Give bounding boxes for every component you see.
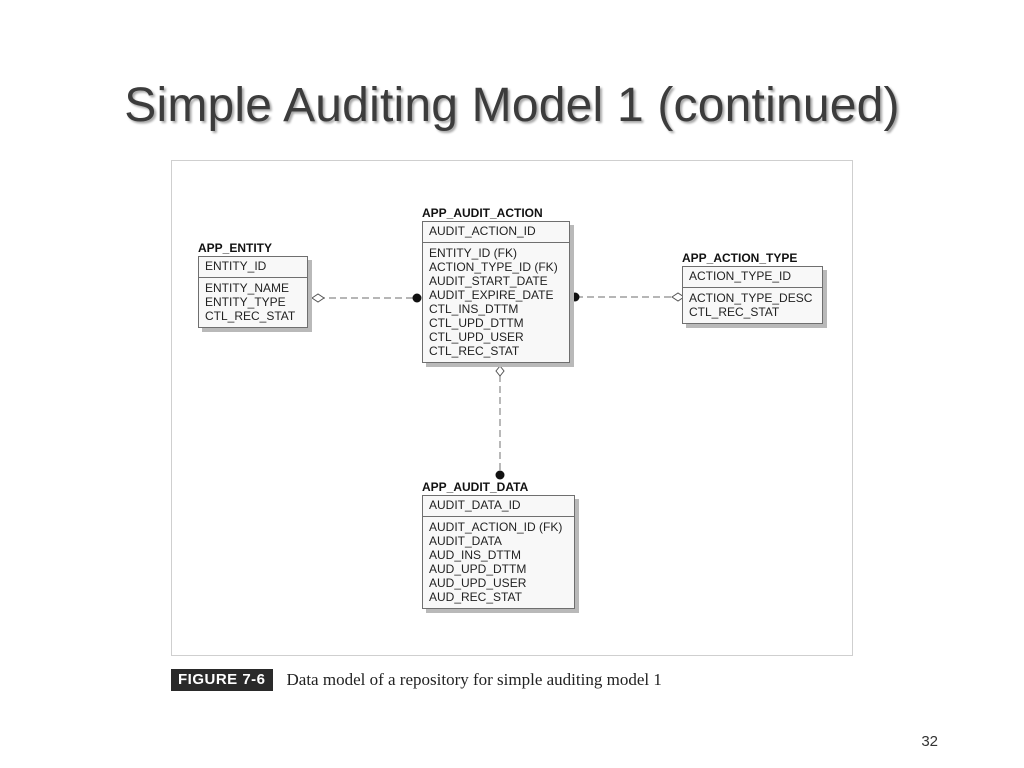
entity-attributes: ENTITY_NAME ENTITY_TYPE CTL_REC_STAT	[199, 278, 307, 327]
diamond-icon	[495, 365, 505, 377]
entity-attribute: CTL_REC_STAT	[689, 305, 780, 319]
entity-attribute: ENTITY_NAME	[205, 281, 290, 295]
entity-name: APP_ENTITY	[198, 241, 273, 255]
figure-label: FIGURE 7-6	[171, 669, 273, 691]
entity-app-action-type: APP_ACTION_TYPE ACTION_TYPE_ID ACTION_TY…	[682, 251, 823, 324]
entity-attribute: AUD_REC_STAT	[429, 590, 522, 604]
entity-attribute: AUD_UPD_DTTM	[429, 562, 527, 576]
slide-title: Simple Auditing Model 1 (continued)	[124, 79, 900, 132]
page-number: 32	[921, 733, 938, 750]
entity-attribute: AUD_INS_DTTM	[429, 548, 522, 562]
entity-attribute: CTL_UPD_USER	[429, 330, 524, 344]
entity-attribute: AUDIT_EXPIRE_DATE	[429, 288, 554, 302]
dot-icon	[570, 292, 580, 302]
entity-attribute: AUDIT_START_DATE	[429, 274, 548, 288]
entity-box: ENTITY_ID ENTITY_NAME ENTITY_TYPE CTL_RE…	[198, 256, 308, 328]
diamond-icon	[311, 293, 325, 303]
entity-primary-key: ACTION_TYPE_ID	[683, 267, 822, 288]
entity-name: APP_ACTION_TYPE	[682, 251, 798, 265]
entity-attribute: ENTITY_ID (FK)	[429, 246, 518, 260]
entity-box: AUDIT_DATA_ID AUDIT_ACTION_ID (FK) AUDIT…	[422, 495, 575, 609]
entity-attributes: ENTITY_ID (FK) ACTION_TYPE_ID (FK) AUDIT…	[423, 243, 569, 362]
entity-attribute: ACTION_TYPE_ID (FK)	[429, 260, 558, 274]
dot-icon	[412, 293, 422, 303]
entity-app-entity: APP_ENTITY ENTITY_ID ENTITY_NAME ENTITY_…	[198, 241, 308, 328]
entity-primary-key: AUDIT_DATA_ID	[423, 496, 574, 517]
figure-caption: FIGURE 7-6 Data model of a repository fo…	[171, 669, 662, 691]
entity-app-audit-action: APP_AUDIT_ACTION AUDIT_ACTION_ID ENTITY_…	[422, 206, 570, 363]
entity-name: APP_AUDIT_DATA	[422, 480, 529, 494]
entity-app-audit-data: APP_AUDIT_DATA AUDIT_DATA_ID AUDIT_ACTIO…	[422, 480, 575, 609]
entity-primary-key: AUDIT_ACTION_ID	[423, 222, 569, 243]
entity-attribute: ACTION_TYPE_DESC	[689, 291, 813, 305]
entity-attribute: AUDIT_ACTION_ID (FK)	[429, 520, 563, 534]
figure-caption-text: Data model of a repository for simple au…	[286, 670, 662, 689]
entity-name: APP_AUDIT_ACTION	[422, 206, 543, 220]
entity-attribute: ENTITY_TYPE	[205, 295, 286, 309]
entity-attribute: CTL_REC_STAT	[429, 344, 520, 358]
entity-primary-key: ENTITY_ID	[199, 257, 307, 278]
entity-attributes: AUDIT_ACTION_ID (FK) AUDIT_DATA AUD_INS_…	[423, 517, 574, 608]
entity-attribute: CTL_UPD_DTTM	[429, 316, 524, 330]
entity-attribute: AUD_UPD_USER	[429, 576, 527, 590]
entity-box: AUDIT_ACTION_ID ENTITY_ID (FK) ACTION_TY…	[422, 221, 570, 363]
entity-box: ACTION_TYPE_ID ACTION_TYPE_DESC CTL_REC_…	[682, 266, 823, 324]
entity-attribute: CTL_INS_DTTM	[429, 302, 519, 316]
entity-attribute: CTL_REC_STAT	[205, 309, 296, 323]
entity-attributes: ACTION_TYPE_DESC CTL_REC_STAT	[683, 288, 822, 323]
entity-attribute: AUDIT_DATA	[429, 534, 502, 548]
dot-icon	[495, 470, 505, 480]
